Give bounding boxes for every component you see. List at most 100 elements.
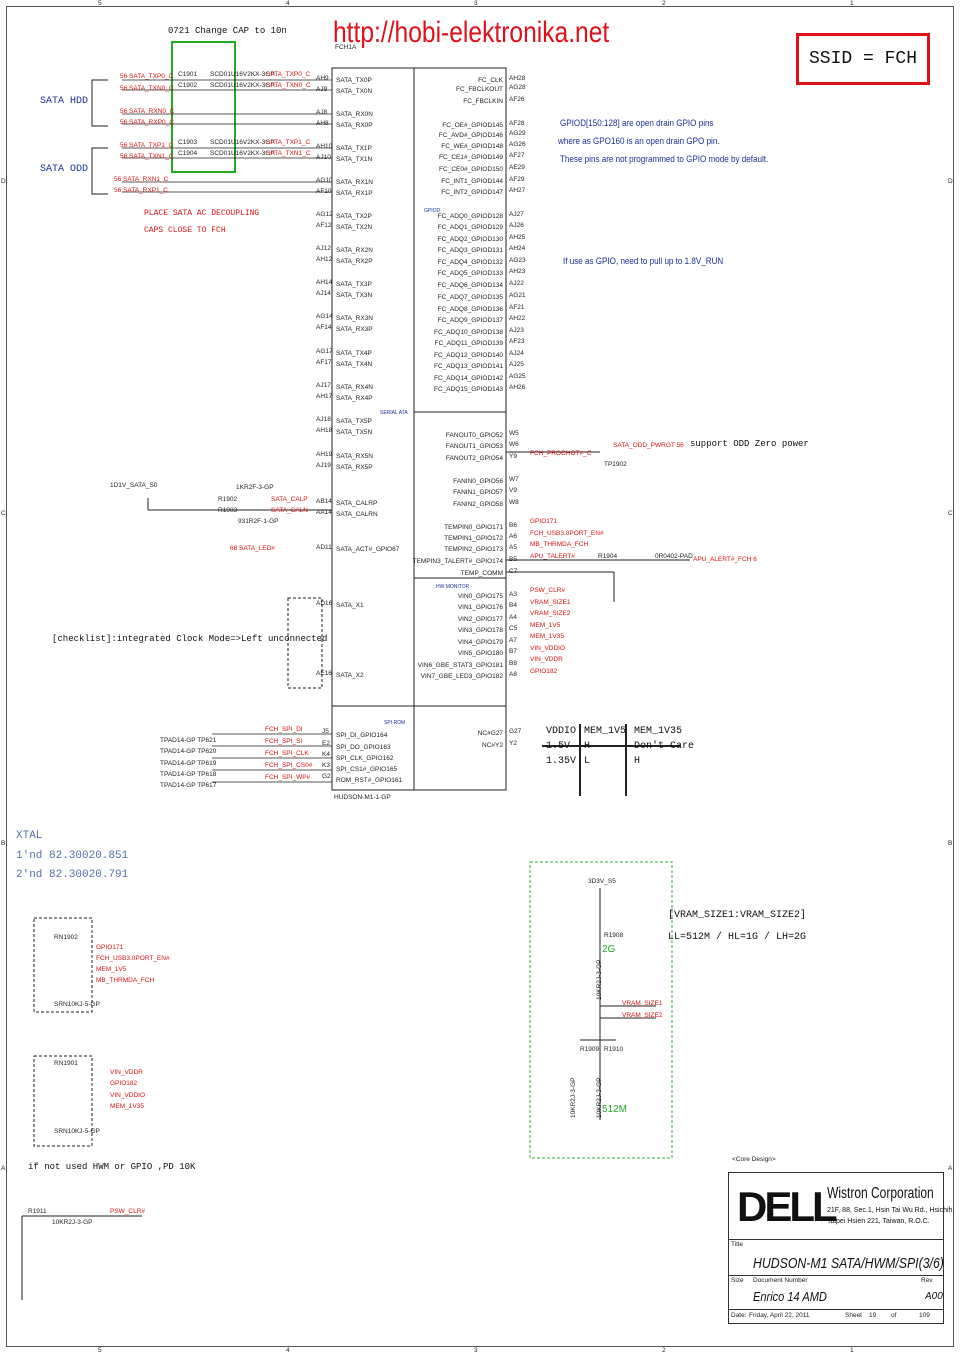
chip-pin-signal: TEMP_COMM: [460, 570, 503, 577]
net-vram-size1: VRAM_SIZE1: [622, 1000, 663, 1007]
chip-spi-rom: SPI ROM: [384, 720, 406, 726]
chip-pin-num: AG21: [509, 292, 526, 299]
hwm-net-label: MEM_1V35: [530, 633, 564, 640]
res-val-931: 931R2F-1-GP: [238, 518, 279, 525]
chip-pin-num: AH23: [509, 268, 526, 275]
chip-pin-signal: SATA_CALRP: [336, 500, 378, 507]
chip-pin-signal: FC_ADQ3_GPIOD131: [437, 247, 503, 254]
chip-pin-num: B4: [509, 602, 517, 609]
chip-pin-num: E2: [322, 740, 330, 747]
chip-pin-num: AJ25: [509, 361, 524, 368]
net-spi-di: FCH_SPI_DI: [265, 726, 303, 733]
doc-number: Enrico 14 AMD: [753, 1289, 827, 1304]
chip-pin-signal: FC_ADQ10_GPIOD138: [433, 329, 503, 336]
gpio-pullup-note: If use as GPIO, need to pull up to 1.8V_…: [563, 256, 724, 267]
chip-pin-signal: SATA_ACT#_GPIO67: [336, 546, 400, 553]
chip-pin-signal: FANOUT0_GPIO52: [445, 432, 503, 439]
rn1901-net-3: VIN_VDDIO: [110, 1092, 146, 1099]
chip-pin-num: AG28: [509, 84, 526, 91]
col-mark-3: 3: [474, 0, 478, 7]
chip-pin-num: AJ17: [316, 382, 331, 389]
chip-pin-num: AH9: [316, 75, 329, 82]
odd-net-rxn1: 56 SATA_RXN1_C: [114, 176, 169, 183]
chip-pin-signal: FC_INT2_GPIOD147: [441, 189, 503, 196]
hdd-net-txp0: 56 SATA_TXP0_C: [120, 73, 174, 80]
chip-pin-signal: FC_ADQ14_GPIOD142: [433, 375, 503, 382]
chip-pin-signal: FC_ADQ0_GPIOD128: [437, 213, 503, 220]
chip-pin-signal: FC_FBCLKIN: [463, 98, 503, 105]
chip-pin-signal: FC_AVD#_GPIOD146: [438, 132, 503, 139]
chip-pin-num: AJ12: [316, 245, 331, 252]
chip-pin-num: AH18: [316, 427, 333, 434]
chip-pin-num: K4: [322, 751, 330, 758]
chip-serial-ata: SERIAL ATA: [380, 410, 408, 416]
res-r1911: R1911: [28, 1208, 47, 1215]
odd-net-rxp1: 56 SATA_RXP1_C: [114, 187, 168, 194]
gpiod-note-3: These pins are not programmed to GPIO mo…: [560, 154, 769, 165]
chip-pin-num: A6: [509, 533, 517, 540]
hwm-pulldown-note: if not used HWM or GPIO ,PD 10K: [28, 1162, 196, 1172]
chip-pin-signal: FC_ADQ15_GPIOD143: [433, 386, 503, 393]
chip-pin-signal: VIN4_GPIO179: [457, 639, 503, 646]
sheet-total: 109: [919, 1312, 930, 1319]
col-mark-4-bottom: 4: [286, 1347, 290, 1354]
net-odd-pwrgt: SATA_ODD_PWRGT 56: [613, 442, 684, 449]
title-block: DELL Wistron Corporation 21F, 88, Sec.1,…: [728, 1172, 954, 1324]
chip-pin-signal: SATA_X1: [336, 602, 364, 609]
watermark-url: http://hobi-elektronika.net: [333, 16, 610, 49]
pwr-3d3v: 3D3V_S5: [588, 878, 616, 885]
chip-pin-signal: SATA_RX4P: [336, 395, 373, 402]
hwm-net-label: MEM_1V5: [530, 622, 561, 629]
tp620: TPAD14-GP TP620: [160, 748, 217, 755]
table-cell: 1.5V: [546, 741, 571, 752]
chip-pin-num: AF29: [509, 176, 525, 183]
net-spi-wp: FCH_SPI_WP#: [265, 774, 311, 781]
chip-pin-signal: FC_CE0#_GPIOD150: [439, 166, 503, 173]
net-spi-clk: FCH_SPI_CLK: [265, 750, 309, 757]
chip-pin-signal: SATA_TX5N: [336, 429, 373, 436]
cap-out-txn0: SATA_TXN0_C: [266, 82, 311, 89]
col-mark-2: 2: [662, 0, 666, 7]
chip-pin-signal: SATA_RX5P: [336, 464, 373, 471]
cap-change-box: [171, 41, 236, 173]
docnum-label: Document Number: [753, 1277, 808, 1284]
rn1902-net-2: FCH_USB3.0PORT_EN#: [96, 955, 170, 962]
res-r1908: R1908: [604, 932, 624, 939]
chip-pin-signal: FC_OE#_GPIOD145: [442, 122, 503, 129]
chip-pin-num: AG10: [316, 177, 333, 184]
chip-pin-signal: SATA_TX5P: [336, 418, 372, 425]
chip-pin-num: AH22: [509, 315, 526, 322]
row-mark-b: B: [1, 840, 6, 847]
net-sata-calp: SATA_CALP: [271, 496, 308, 503]
chip-pin-signal: FANOUT2_GPIO54: [445, 455, 503, 462]
vram-note-2: LL=512M / HL=1G / LH=2G: [668, 932, 807, 943]
chip-pin-signal: VIN7_GBE_LED3_GPIO182: [420, 673, 503, 680]
chip-pin-num: AH25: [509, 234, 526, 241]
row-mark-b-right: B: [948, 840, 953, 847]
chip-pin-signal: SATA_TX1P: [336, 145, 372, 152]
chip-pin-num: AJ27: [509, 211, 524, 218]
chip-pin-signal: FC_ADQ12_GPIOD140: [433, 352, 503, 359]
chip-pin-num: AJ23: [509, 327, 524, 334]
hwm-net-label: FCH_USB3.0PORT_EN#: [530, 530, 604, 537]
chip-pin-signal: FC_ADQ11_GPIOD139: [434, 340, 503, 347]
chip-pin-num: AG14: [316, 313, 333, 320]
chip-pin-signal: SPI_DO_GPIO163: [336, 744, 391, 751]
chip-pin-signal: SATA_RX3P: [336, 326, 373, 333]
net-sata-led: 68 SATA_LED#: [230, 545, 275, 552]
chip-pin-num: AJ9: [316, 86, 328, 93]
rn1902-net-1: GPIO171: [96, 944, 124, 951]
chip-pin-num: AH12: [316, 256, 333, 263]
date-label: Date:: [731, 1312, 747, 1319]
chip-pin-num: AJ24: [509, 350, 524, 357]
rn1901-net-4: MEM_1V35: [110, 1103, 144, 1110]
chip-pin-signal: NC#Y2: [482, 742, 503, 749]
chip-pin-num: AF23: [509, 338, 525, 345]
col-mark-2-bottom: 2: [662, 1347, 666, 1354]
chip-pin-signal: TEMPIN3_TALERT#_GPIO174: [412, 558, 503, 565]
chip-outline: [331, 67, 507, 791]
chip-pin-num: B6: [509, 522, 517, 529]
xtal-title: XTAL: [16, 830, 43, 842]
chip-pin-signal: VIN1_GPIO176: [457, 604, 503, 611]
